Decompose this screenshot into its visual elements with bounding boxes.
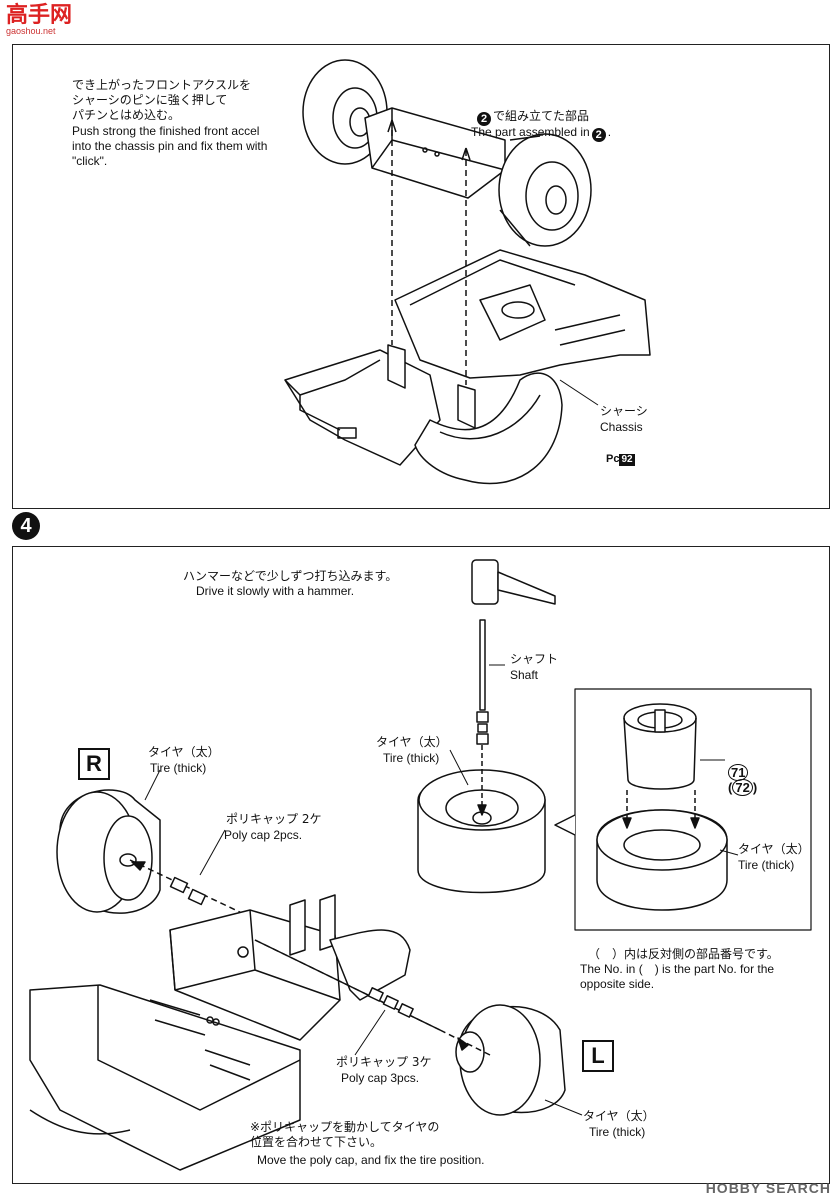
hammer-drawing xyxy=(471,559,556,605)
chassis-drawing xyxy=(284,249,651,485)
chassis-label-en: Chassis xyxy=(600,420,643,434)
center-tire-drawing xyxy=(417,745,546,894)
polycap-footnote-jp: ※ポリキャップを動かしてタイヤの 位置を合わせて下さい。 xyxy=(250,1120,440,1149)
shaft-label-en: Shaft xyxy=(510,668,539,682)
center-tire-label-en: Tire (thick) xyxy=(383,751,440,765)
step3-instruction-en: Push strong the finished front accel int… xyxy=(72,124,268,168)
step4-chassis-drawing xyxy=(29,894,441,1171)
tire-r-label-en: Tire (thick) xyxy=(150,761,207,775)
step3-guides xyxy=(391,120,467,385)
hammer-note-jp: ハンマーなどで少しずつ打ち込みます。 xyxy=(183,569,398,583)
polycap-3-drawing xyxy=(354,987,414,1056)
site-logo: 高手网 xyxy=(6,3,73,28)
step4-number-badge: 4 xyxy=(12,512,40,540)
front-axle-drawing xyxy=(302,59,592,247)
step-callout-icon: 2 xyxy=(477,112,491,126)
polycap3-label-jp: ポリキャップ 3ケ xyxy=(336,1055,432,1069)
hobby-search-watermark: HOBBY SEARCH xyxy=(705,1180,831,1196)
opposite-side-note-en: The No. in ( ) is the part No. for the o… xyxy=(580,962,775,991)
inset-tire-label-en: Tire (thick) xyxy=(738,858,795,872)
step-callout-icon-en: 2 xyxy=(591,128,606,142)
polycap-2-drawing xyxy=(169,829,226,906)
tire-r-drawing xyxy=(56,769,321,951)
chassis-label-jp: シャーシ xyxy=(600,404,648,418)
tire-l-label-en: Tire (thick) xyxy=(589,1125,646,1139)
shaft-drawing xyxy=(476,619,505,745)
part-number-71: 71 xyxy=(728,764,749,781)
tire-r-label-jp: タイヤ（太） xyxy=(148,745,220,759)
tire-l-drawing xyxy=(439,1004,583,1116)
part-number-72: 72 xyxy=(732,779,753,796)
right-side-label: R xyxy=(78,748,110,780)
center-tire-label-jp: タイヤ（太） xyxy=(376,735,448,749)
polycap2-label-en: Poly cap 2pcs. xyxy=(224,828,303,842)
inset-tire-label-jp: タイヤ（太） xyxy=(738,842,810,856)
polycap3-label-en: Poly cap 3pcs. xyxy=(341,1071,420,1085)
assembled-part-text-en: The part assembled in xyxy=(471,125,590,139)
assembled-part-text-jp: で組み立てた部品 xyxy=(493,109,590,123)
step3-instruction-jp: でき上がったフロントアクスルを シャーシのピンに強く押して パチンとはめ込む。 xyxy=(72,78,252,122)
inset-part-number: 71 (72) xyxy=(728,764,758,796)
hammer-note-en: Drive it slowly with a hammer. xyxy=(196,584,355,598)
tire-l-label-jp: タイヤ（太） xyxy=(583,1109,655,1123)
polycap-footnote-en: Move the poly cap, and fix the tire posi… xyxy=(257,1153,485,1167)
site-logo-sub: gaoshou.net xyxy=(6,26,56,36)
opposite-side-note-jp: （ ）内は反対側の部品番号です。 xyxy=(588,947,779,961)
left-side-label: L xyxy=(582,1040,614,1072)
part-ref-prefix: Pc xyxy=(606,453,620,465)
shaft-label-jp: シャフト xyxy=(510,652,559,666)
part-ref-number: 92 xyxy=(619,454,635,466)
polycap2-label-jp: ポリキャップ 2ケ xyxy=(226,812,322,826)
inset-box xyxy=(554,688,812,931)
step4-panel xyxy=(12,546,830,1184)
